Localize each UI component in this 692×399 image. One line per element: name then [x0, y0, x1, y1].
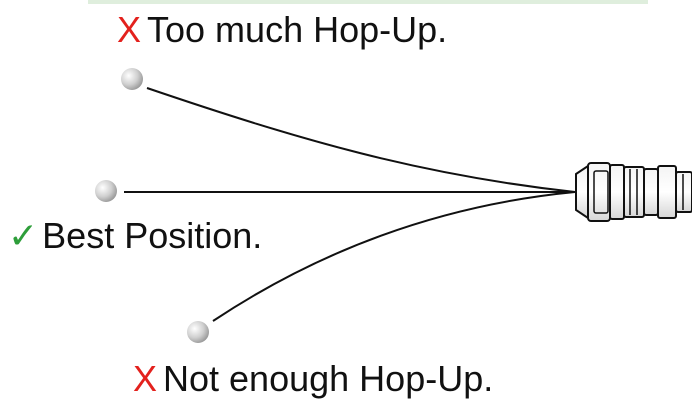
top-strip [88, 0, 648, 4]
label-text: Not enough Hop-Up. [163, 358, 494, 399]
trajectory-too-much [146, 87, 576, 193]
bb-pellet-icon [121, 68, 143, 90]
trajectory-not-enough [212, 191, 576, 322]
x-mark-icon: X [133, 358, 158, 399]
label-text: Best Position. [42, 215, 263, 256]
barrel-icon [575, 162, 692, 222]
bb-pellet-icon [187, 321, 209, 343]
check-mark-icon: ✓ [8, 215, 39, 256]
bb-pellet-icon [95, 180, 117, 202]
x-mark-icon: X [117, 9, 142, 50]
label-best-position: ✓Best Position. [8, 218, 262, 254]
label-text: Too much Hop-Up. [147, 9, 448, 50]
